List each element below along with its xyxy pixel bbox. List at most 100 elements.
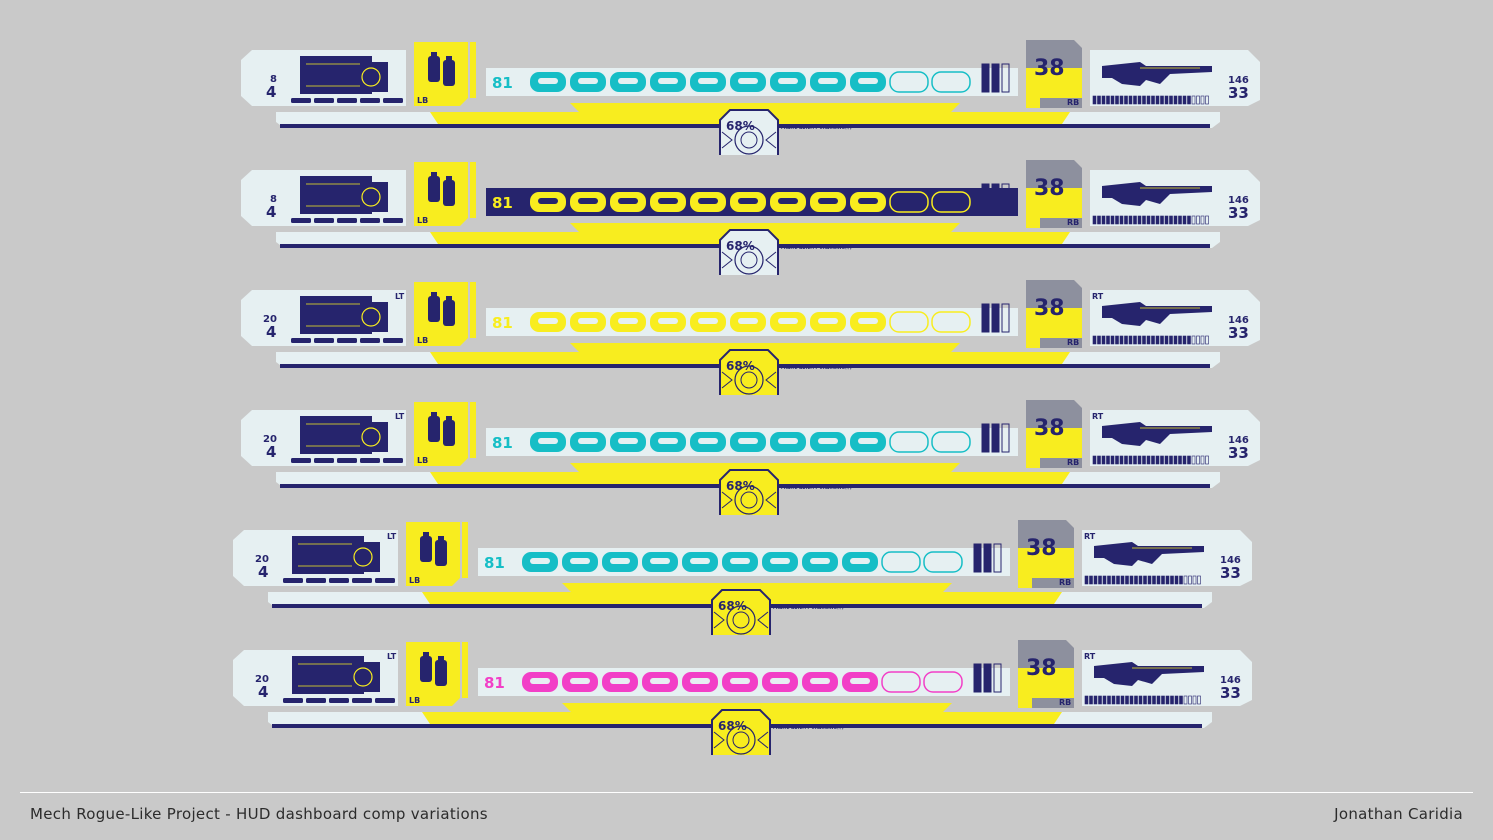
health-segment [570,432,606,452]
rifle-icon [1094,662,1204,686]
health-value: 81 [484,674,505,692]
health-value: 81 [492,434,513,452]
left-ammo-reserve: 8 [270,194,277,205]
left-weapon-panel [233,650,398,706]
left-ammo-reserve: 20 [255,554,269,565]
health-segment-empty [931,71,971,93]
health-segment [562,552,598,572]
rifle-icon [1102,302,1212,326]
health-segment [530,432,566,452]
energy-cannon-icon [300,416,388,454]
health-segment [730,72,766,92]
right-ammo-reserve: 146 [1220,555,1241,566]
health-segment [690,192,726,212]
health-segment [610,312,646,332]
shield-tick [991,63,1000,93]
rifle-icon [1102,62,1212,86]
health-segment [810,312,846,332]
shield-tick [991,423,1000,453]
health-segment [650,72,686,92]
health-segment-empty [931,431,971,453]
health-segment [570,192,606,212]
right-ammo-clip: 33 [1220,684,1241,702]
health-bar [486,303,1018,336]
health-segment [842,672,878,692]
shield-tick [993,543,1002,573]
health-segment [730,432,766,452]
right-weapon-panel [1090,170,1260,226]
shield-tick [991,303,1000,333]
health-segment [722,552,758,572]
health-segment [522,672,558,692]
shield-tick [981,423,990,453]
left-bumper-label: LB [417,456,429,465]
shield-tick [1001,63,1010,93]
right-ammo-reserve: 146 [1220,675,1241,686]
health-segment [850,432,886,452]
left-ammo-clip: 4 [258,683,269,701]
right-trigger-label: RT [1084,532,1096,541]
health-value: 81 [492,194,513,212]
left-ammo-reserve: 20 [263,314,277,325]
right-ammo-clip: 33 [1228,444,1249,462]
right-weapon-panel [1090,290,1260,346]
grenade-panel [406,642,468,706]
shield-tick [981,183,990,213]
health-segment [522,552,558,572]
health-segment [722,672,758,692]
ability-charge-percent: 68% [718,719,747,733]
grenade-icon [420,532,447,566]
right-bumper-label: RB [1059,698,1072,707]
hud-graphics [241,280,1260,395]
health-segment [682,672,718,692]
health-segment [810,72,846,92]
shield-tick [981,303,990,333]
health-segment [650,432,686,452]
project-caption: Mech Rogue-Like Project - HUD dashboard … [30,805,488,823]
reactor-emblem-icon [711,589,771,635]
shield-tick [1001,303,1010,333]
health-segment [690,312,726,332]
right-bumper-label: RB [1067,338,1080,347]
shield-tick [991,183,1000,213]
health-segment [762,552,798,572]
health-segment-empty [889,191,929,213]
health-bar [478,663,1010,696]
health-segment-empty [881,671,921,693]
rifle-icon [1102,422,1212,446]
health-bar [486,183,1018,216]
health-value: 81 [492,74,513,92]
shield-tick [993,663,1002,693]
left-trigger-label: LT [395,412,405,421]
grenade-panel [414,282,476,346]
ability-charge-percent: 68% [726,239,755,253]
right-trigger-label: RT [1092,292,1104,301]
hud-graphics [241,40,1260,155]
health-value: 81 [484,554,505,572]
right-weapon-panel [1082,650,1252,706]
health-segment [562,672,598,692]
right-ammo-clip: 33 [1228,84,1249,102]
health-segment [802,552,838,572]
ability-charge-percent: 68% [726,359,755,373]
health-bar [478,543,1010,576]
health-segment [770,72,806,92]
grenade-panel [406,522,468,586]
left-ammo-clip: 4 [266,83,277,101]
health-segment [850,72,886,92]
left-ammo-clip: 4 [266,443,277,461]
health-segment [730,192,766,212]
footer-divider [20,792,1473,793]
ability-count: 38 [1034,56,1065,81]
ability-charging-status: FRAME ABILITY CHARGING///; [781,245,852,250]
grenade-panel [414,42,476,106]
left-ammo-clip: 4 [266,323,277,341]
ability-count-block [1026,400,1082,468]
shield-tick [983,543,992,573]
ability-charging-status: FRAME ABILITY CHARGING///; [781,485,852,490]
shield-tick [973,543,982,573]
right-ammo-reserve: 146 [1228,315,1249,326]
health-segment [770,192,806,212]
health-segment [770,312,806,332]
